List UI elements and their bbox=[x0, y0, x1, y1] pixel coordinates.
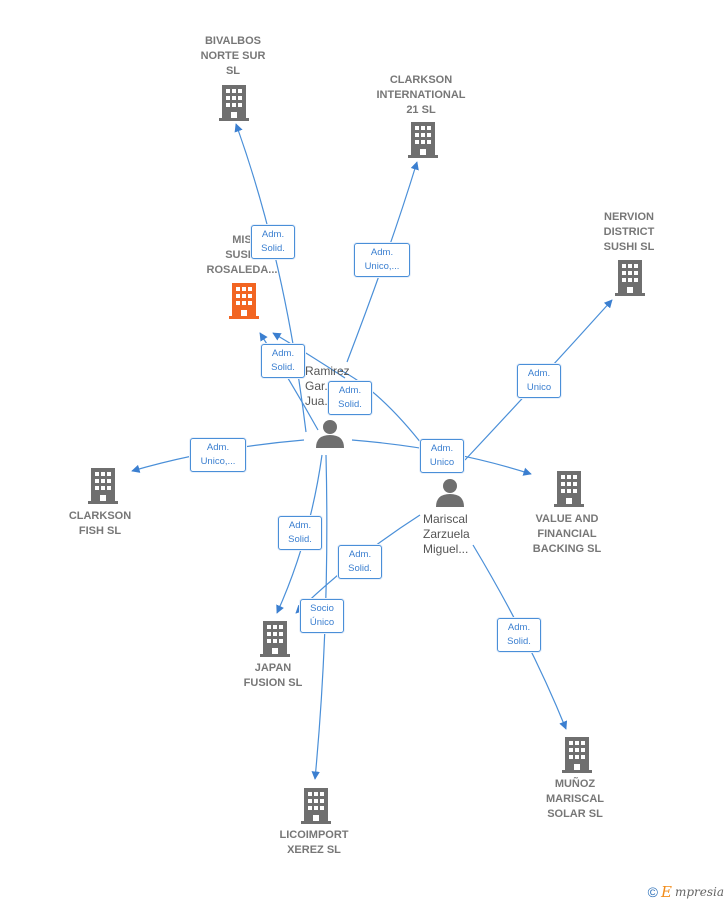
edge-label-missushi-a[interactable]: Adm. Solid. bbox=[261, 344, 305, 378]
edge-ramirez-bivalbos bbox=[234, 123, 307, 433]
building-icon[interactable] bbox=[615, 260, 645, 296]
person-icon[interactable] bbox=[435, 477, 465, 507]
edge-ramirez-missushi-b bbox=[272, 332, 346, 379]
company-label-clarkson21[interactable]: CLARKSON INTERNATIONAL 21 SL bbox=[376, 74, 466, 116]
person-label-ramirez[interactable]: Ramirez Gar... Jua... bbox=[305, 364, 350, 408]
building-icon[interactable] bbox=[408, 122, 438, 158]
edge-label-clarkson21[interactable]: Adm. Unico,... bbox=[354, 243, 410, 277]
edge-mariscal-missushi bbox=[339, 369, 426, 449]
edge-label-bivalbos[interactable]: Adm. Solid. bbox=[251, 225, 295, 259]
edge-label-japan-a[interactable]: Adm. Solid. bbox=[278, 516, 322, 550]
person-icon[interactable] bbox=[315, 418, 345, 448]
company-label-bivalbos[interactable]: BIVALBOS NORTE SUR SL bbox=[200, 35, 266, 77]
company-label-nervion[interactable]: NERVION DISTRICT SUSHI SL bbox=[603, 211, 655, 253]
edge-label-munoz[interactable]: Adm. Solid. bbox=[497, 618, 541, 652]
building-icon[interactable] bbox=[260, 621, 290, 657]
building-icon[interactable] bbox=[88, 468, 118, 504]
copyright-icon: © bbox=[647, 884, 658, 900]
brand-logo-initial: E bbox=[660, 883, 672, 901]
edge-label-japan-b[interactable]: Adm. Solid. bbox=[338, 545, 382, 579]
edge-label-value[interactable]: Adm. Unico bbox=[420, 439, 464, 473]
company-label-missushi[interactable]: MIS SUSHI ROSALEDA... bbox=[206, 234, 278, 276]
company-label-munoz[interactable]: MUÑOZ MARISCAL SOLAR SL bbox=[545, 778, 605, 820]
edge-label-missushi-b[interactable]: Adm. Solid. bbox=[328, 381, 372, 415]
brand-logo-text: mpresia bbox=[674, 885, 724, 899]
person-label-mariscal[interactable]: Mariscal Zarzuela Miguel... bbox=[423, 512, 470, 556]
company-label-licoimport[interactable]: LICOIMPORT XEREZ SL bbox=[279, 829, 349, 856]
company-label-value[interactable]: VALUE AND FINANCIAL BACKING SL bbox=[532, 513, 602, 555]
building-icon[interactable] bbox=[554, 471, 584, 507]
building-icon[interactable] bbox=[219, 85, 249, 121]
company-label-clarksonfish[interactable]: CLARKSON FISH SL bbox=[68, 510, 132, 537]
building-icon[interactable] bbox=[301, 788, 331, 824]
edge-ramirez-missushi-a bbox=[259, 332, 319, 431]
edge-label-nervion[interactable]: Adm. Unico bbox=[517, 364, 561, 398]
building-icon[interactable] bbox=[562, 737, 592, 773]
company-label-japan[interactable]: JAPAN FUSION SL bbox=[243, 662, 303, 689]
edge-label-clarksonfish[interactable]: Adm. Unico,... bbox=[190, 438, 246, 472]
building-icon-highlighted[interactable] bbox=[229, 283, 259, 319]
edge-label-licoimport[interactable]: Socio Único bbox=[300, 599, 344, 633]
